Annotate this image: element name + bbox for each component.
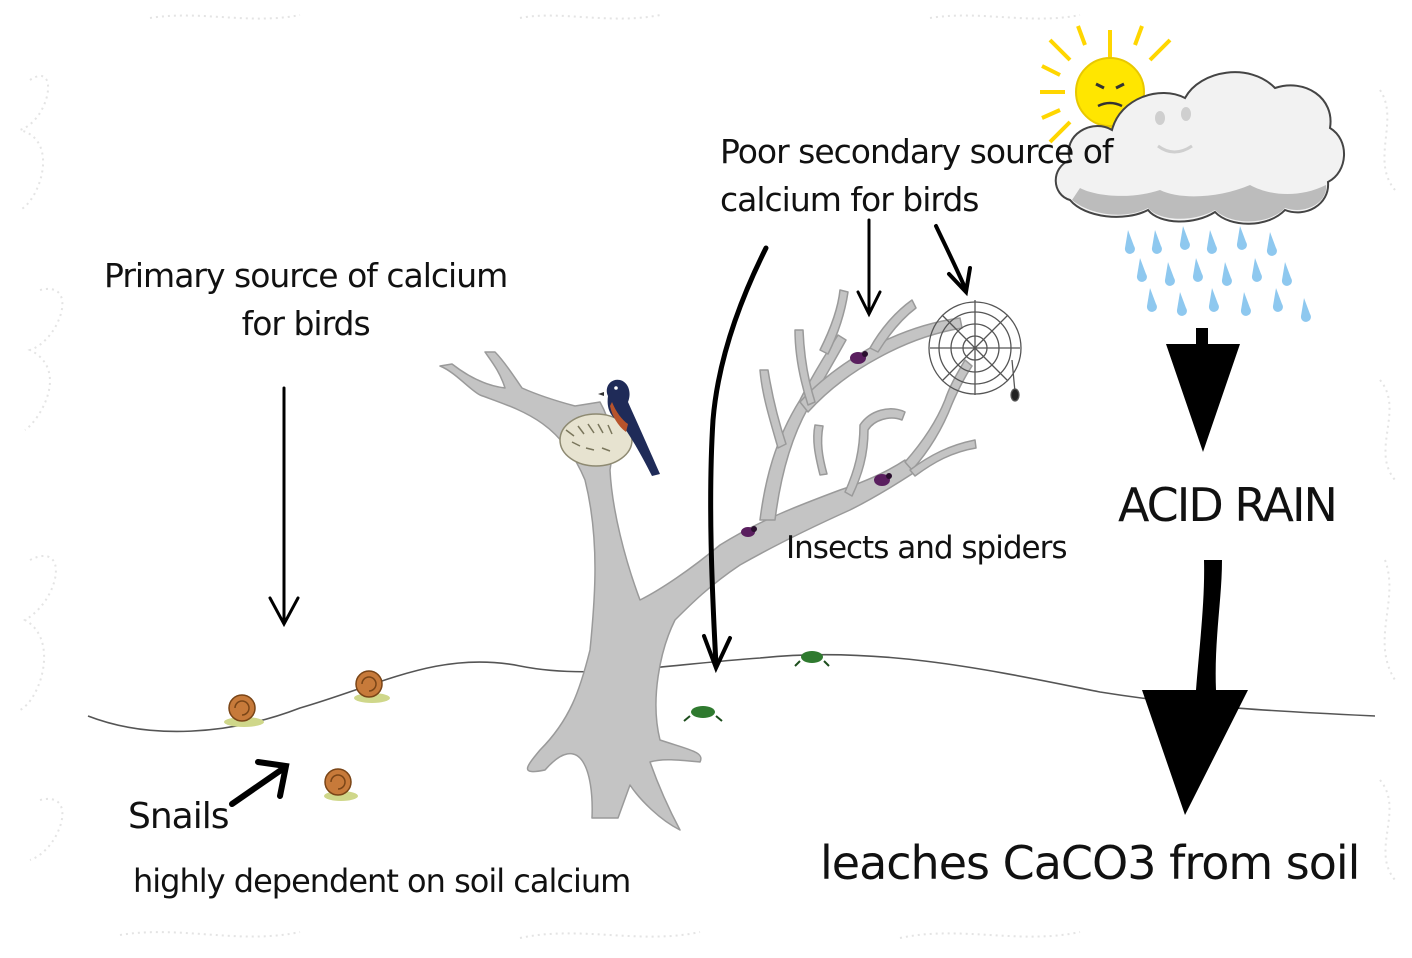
primary-source-line1: Primary source of calcium: [104, 252, 507, 300]
secondary-to-insects-arrow: [858, 220, 880, 314]
insects-spiders-label: Insects and spiders: [786, 530, 1066, 566]
leaches-label: leaches CaCO3 from soil: [820, 836, 1359, 890]
acid-rain-arrow: [1166, 328, 1240, 452]
snails-label: Snails: [128, 796, 229, 837]
frog-icon: [795, 651, 829, 666]
snail-icon: [224, 695, 264, 727]
snails-arrow: [232, 762, 286, 804]
snail-icon: [354, 671, 390, 703]
snails-dependent-label: highly dependent on soil calcium: [133, 862, 630, 900]
snails-group: [224, 671, 390, 801]
secondary-source-label: Poor secondary source of calcium for bir…: [720, 128, 1113, 224]
frog-icon: [684, 706, 722, 721]
acid-rain-label: ACID RAIN: [1118, 478, 1336, 532]
rain-icon: [1125, 226, 1311, 322]
secondary-source-line1: Poor secondary source of: [720, 128, 1113, 176]
secondary-to-ground-arrow: [704, 248, 766, 668]
secondary-source-line2: calcium for birds: [720, 176, 1113, 224]
primary-source-label: Primary source of calcium for birds: [104, 252, 507, 348]
spider-web-icon: [929, 300, 1021, 401]
secondary-to-spiders-arrow: [936, 226, 970, 292]
frogs-group: [684, 651, 829, 721]
snail-icon: [324, 769, 358, 801]
leaching-arrow: [1142, 560, 1248, 815]
primary-source-line2: for birds: [104, 300, 507, 348]
primary-source-arrow: [270, 388, 298, 624]
